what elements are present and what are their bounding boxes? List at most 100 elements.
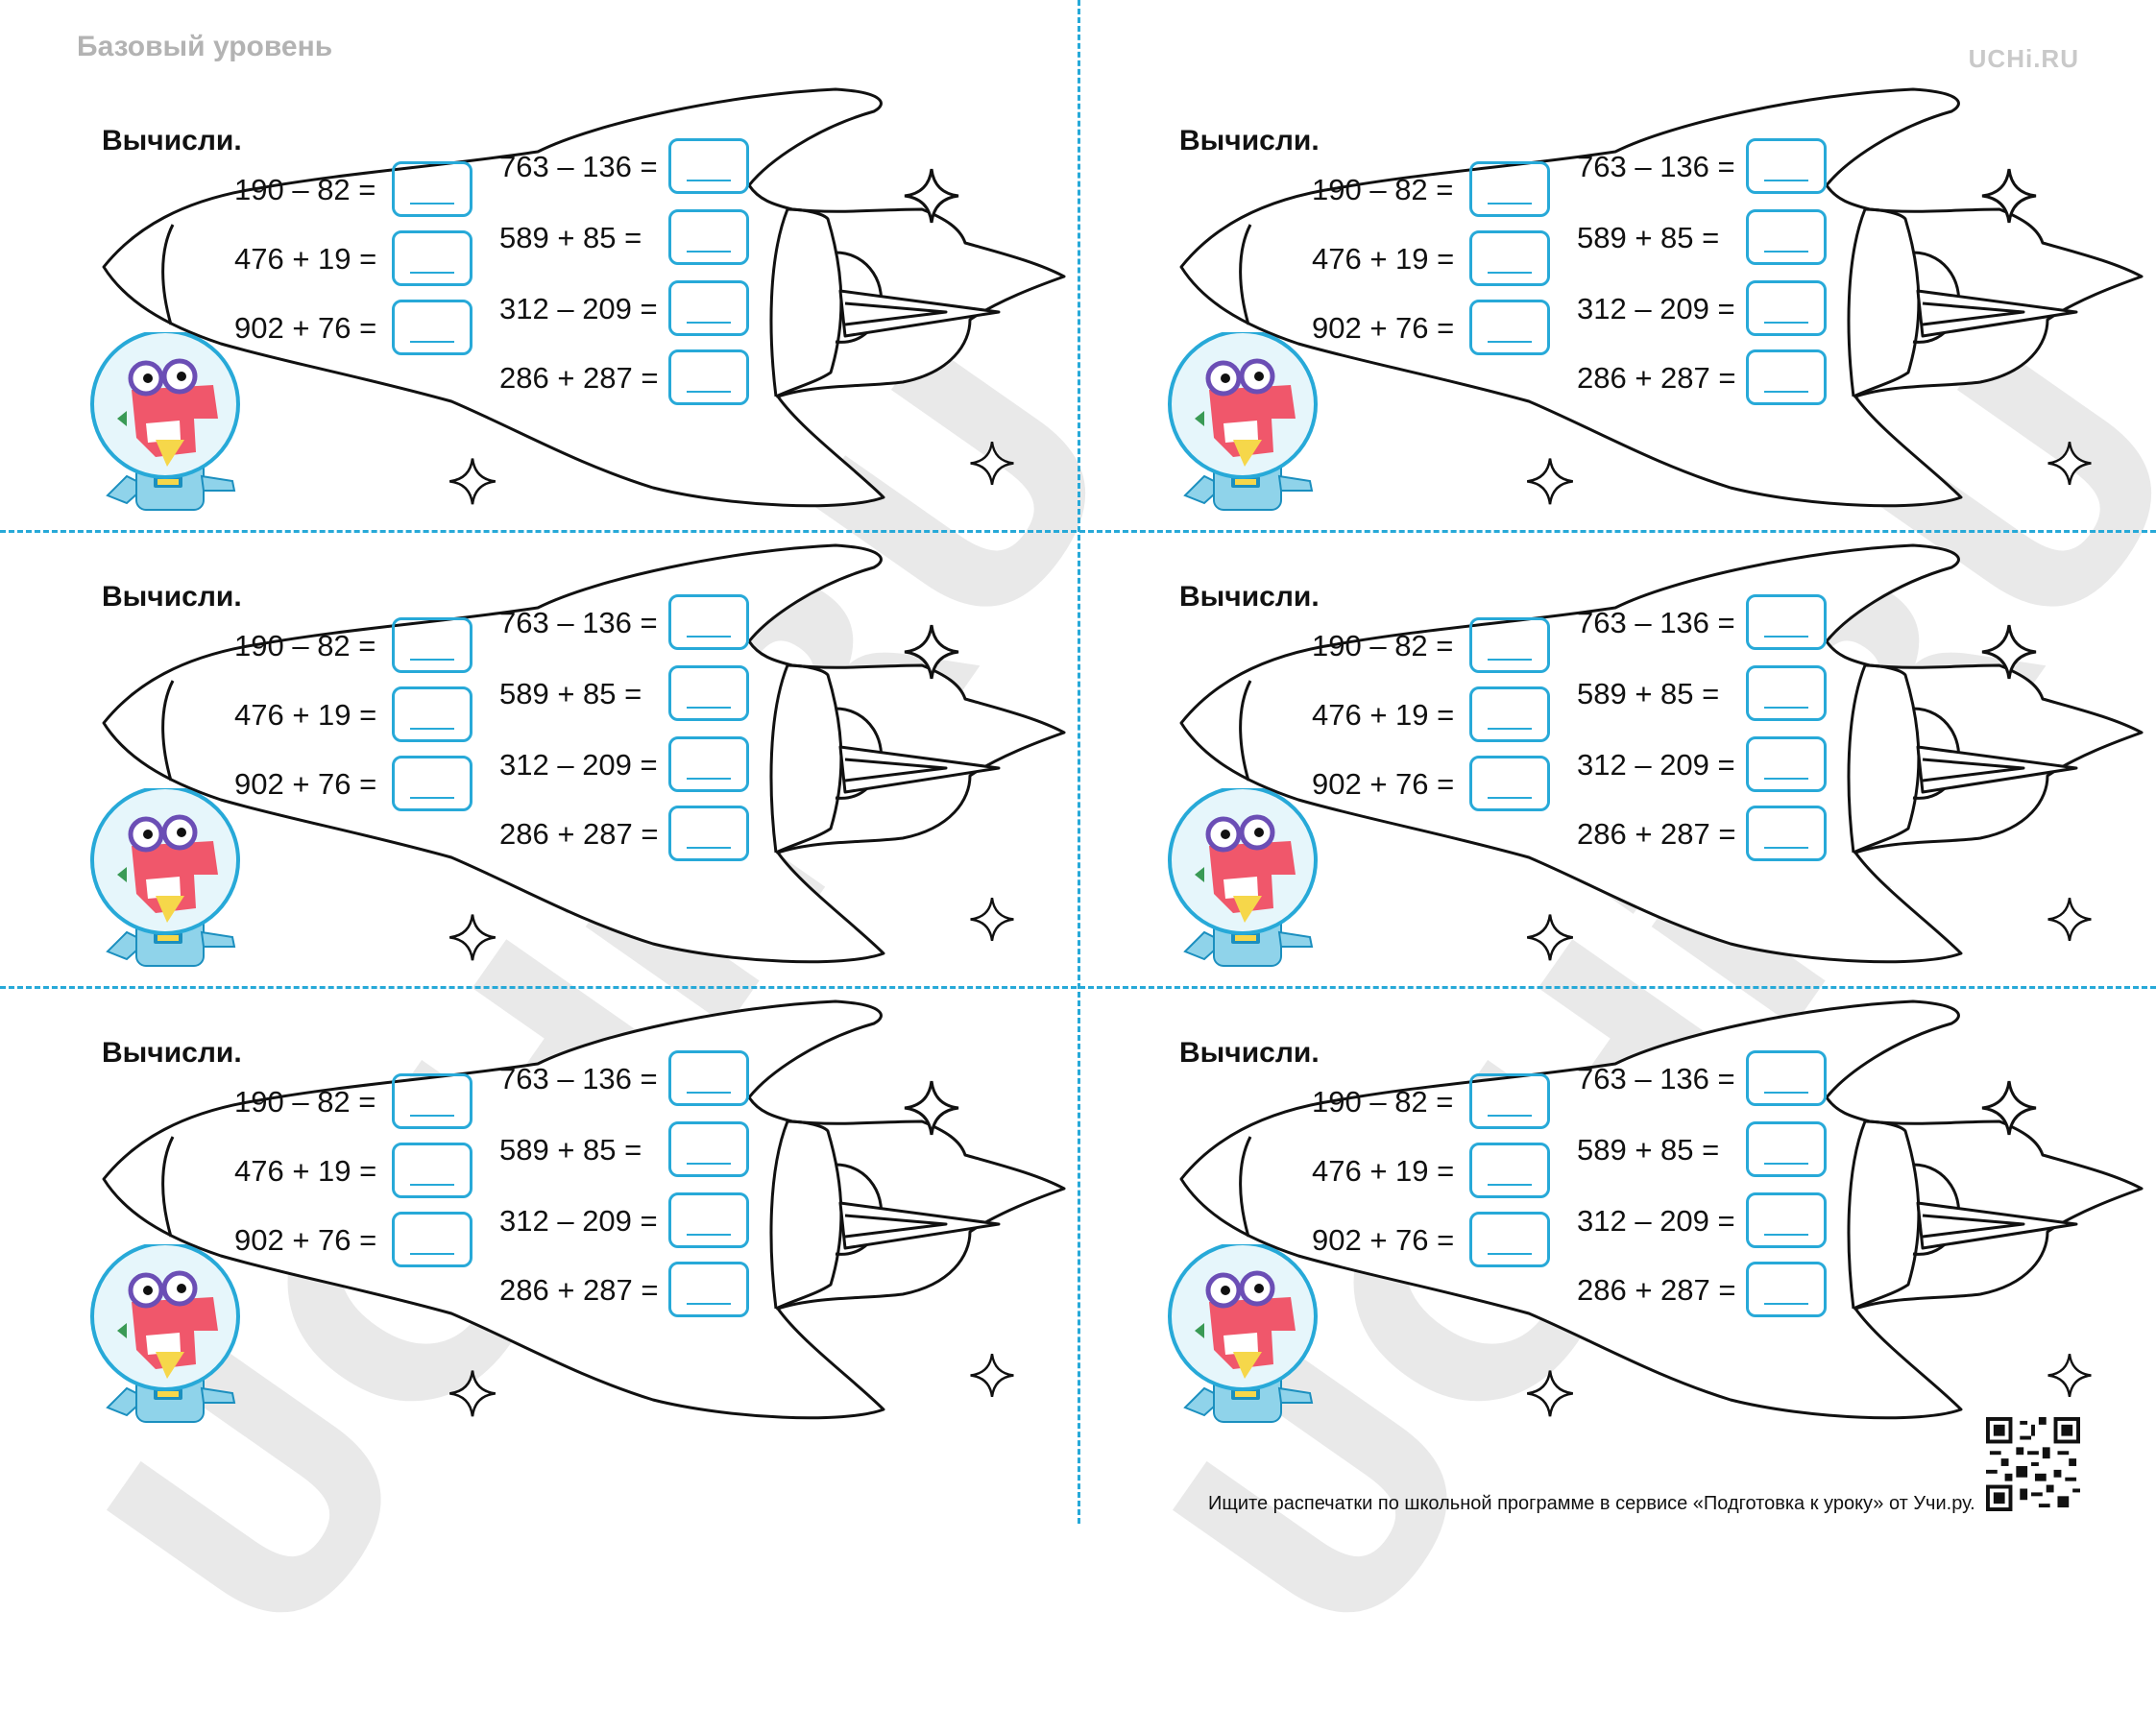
equation-right: 286 + 287 = bbox=[499, 1273, 659, 1307]
sparkle-star-icon bbox=[904, 624, 959, 680]
answer-box[interactable] bbox=[392, 1143, 472, 1198]
sparkle-star-icon bbox=[2047, 1353, 2092, 1398]
answer-box[interactable] bbox=[1469, 161, 1550, 217]
sparkle-star-icon bbox=[1981, 1080, 2037, 1136]
answer-box[interactable] bbox=[392, 756, 472, 811]
rocket-outline bbox=[1179, 87, 2144, 508]
equation-right: 589 + 85 = bbox=[499, 677, 642, 710]
answer-box[interactable] bbox=[668, 1192, 749, 1248]
equation-right: 286 + 287 = bbox=[499, 361, 659, 395]
sparkle-star-icon bbox=[449, 914, 496, 961]
cut-line-vertical bbox=[1078, 0, 1080, 1524]
answer-box[interactable] bbox=[1746, 1192, 1827, 1248]
equation-left: 902 + 76 = bbox=[1312, 1223, 1455, 1257]
answer-box[interactable] bbox=[392, 161, 472, 217]
answer-box[interactable] bbox=[668, 1262, 749, 1317]
answer-box[interactable] bbox=[668, 806, 749, 861]
equation-left: 476 + 19 = bbox=[1312, 698, 1455, 732]
answer-box[interactable] bbox=[1746, 1262, 1827, 1317]
answer-box[interactable] bbox=[1469, 1073, 1550, 1129]
equation-right: 312 – 209 = bbox=[1577, 748, 1735, 782]
answer-box[interactable] bbox=[1469, 1212, 1550, 1267]
equation-left: 476 + 19 = bbox=[234, 698, 377, 732]
answer-box[interactable] bbox=[1469, 230, 1550, 286]
answer-box[interactable] bbox=[392, 617, 472, 673]
equation-left: 902 + 76 = bbox=[234, 311, 377, 345]
sparkle-star-icon bbox=[1981, 624, 2037, 680]
equation-left: 902 + 76 = bbox=[1312, 311, 1455, 345]
equation-left: 476 + 19 = bbox=[234, 242, 377, 276]
answer-box[interactable] bbox=[1746, 736, 1827, 792]
task-card: Вычисли.190 – 82 =476 + 19 =902 + 76 =76… bbox=[1078, 997, 2155, 1444]
rocket-outline bbox=[102, 999, 1066, 1420]
answer-box[interactable] bbox=[392, 686, 472, 742]
answer-box[interactable] bbox=[1746, 349, 1827, 405]
sparkle-star-icon bbox=[904, 1080, 959, 1136]
sparkle-star-icon bbox=[449, 458, 496, 505]
answer-box[interactable] bbox=[668, 594, 749, 650]
answer-box[interactable] bbox=[1746, 138, 1827, 194]
sparkle-star-icon bbox=[1981, 168, 2037, 224]
equation-left: 902 + 76 = bbox=[1312, 767, 1455, 801]
dino-astronaut-icon bbox=[90, 332, 240, 511]
card-title: Вычисли. bbox=[102, 1037, 242, 1069]
footer-text: Ищите распечатки по школьной программе в… bbox=[1208, 1493, 1975, 1514]
answer-box[interactable] bbox=[1469, 686, 1550, 742]
answer-box[interactable] bbox=[1746, 1121, 1827, 1177]
answer-box[interactable] bbox=[392, 1212, 472, 1267]
cut-line-horizontal-1 bbox=[0, 530, 2156, 533]
answer-box[interactable] bbox=[392, 230, 472, 286]
equation-left: 190 – 82 = bbox=[1312, 1085, 1454, 1119]
answer-box[interactable] bbox=[668, 138, 749, 194]
equation-right: 589 + 85 = bbox=[1577, 677, 1720, 710]
equation-right: 312 – 209 = bbox=[1577, 1204, 1735, 1238]
equation-right: 286 + 287 = bbox=[1577, 361, 1736, 395]
equation-left: 190 – 82 = bbox=[234, 629, 376, 662]
answer-box[interactable] bbox=[668, 736, 749, 792]
sparkle-star-icon bbox=[449, 1370, 496, 1417]
dino-astronaut-icon bbox=[1168, 332, 1318, 511]
answer-box[interactable] bbox=[1746, 1050, 1827, 1106]
qr-code-icon bbox=[1986, 1417, 2080, 1511]
answer-box[interactable] bbox=[1469, 1143, 1550, 1198]
answer-box[interactable] bbox=[1469, 617, 1550, 673]
equation-left: 902 + 76 = bbox=[234, 767, 377, 801]
answer-box[interactable] bbox=[668, 209, 749, 265]
rocket-outline bbox=[1179, 543, 2144, 964]
task-card: Вычисли.190 – 82 =476 + 19 =902 + 76 =76… bbox=[0, 541, 1078, 988]
answer-box[interactable] bbox=[392, 1073, 472, 1129]
equation-left: 190 – 82 = bbox=[1312, 173, 1454, 206]
dino-astronaut-icon bbox=[90, 788, 240, 967]
answer-box[interactable] bbox=[1746, 594, 1827, 650]
card-title: Вычисли. bbox=[1179, 1037, 1320, 1069]
answer-box[interactable] bbox=[392, 300, 472, 355]
answer-box[interactable] bbox=[1469, 300, 1550, 355]
equation-right: 312 – 209 = bbox=[499, 748, 658, 782]
answer-box[interactable] bbox=[668, 665, 749, 721]
sparkle-star-icon bbox=[970, 441, 1014, 486]
answer-box[interactable] bbox=[1746, 665, 1827, 721]
equation-right: 312 – 209 = bbox=[1577, 292, 1735, 325]
answer-box[interactable] bbox=[668, 349, 749, 405]
level-label: Базовый уровень bbox=[77, 31, 333, 62]
answer-box[interactable] bbox=[1746, 806, 1827, 861]
answer-box[interactable] bbox=[1746, 209, 1827, 265]
card-title: Вычисли. bbox=[1179, 125, 1320, 156]
answer-box[interactable] bbox=[668, 280, 749, 336]
equation-right: 763 – 136 = bbox=[1577, 1062, 1735, 1095]
sparkle-star-icon bbox=[970, 897, 1014, 942]
brand-logo: UCHi.RU bbox=[1968, 44, 2079, 73]
card-title: Вычисли. bbox=[102, 581, 242, 613]
equation-right: 312 – 209 = bbox=[499, 292, 658, 325]
equation-right: 286 + 287 = bbox=[1577, 817, 1736, 851]
sparkle-star-icon bbox=[2047, 897, 2092, 942]
equation-right: 312 – 209 = bbox=[499, 1204, 658, 1238]
equation-right: 589 + 85 = bbox=[1577, 1133, 1720, 1167]
answer-box[interactable] bbox=[668, 1050, 749, 1106]
answer-box[interactable] bbox=[1469, 756, 1550, 811]
task-card: Вычисли.190 – 82 =476 + 19 =902 + 76 =76… bbox=[1078, 84, 2155, 532]
equation-left: 190 – 82 = bbox=[234, 1085, 376, 1119]
answer-box[interactable] bbox=[668, 1121, 749, 1177]
sparkle-star-icon bbox=[1527, 458, 1573, 505]
answer-box[interactable] bbox=[1746, 280, 1827, 336]
